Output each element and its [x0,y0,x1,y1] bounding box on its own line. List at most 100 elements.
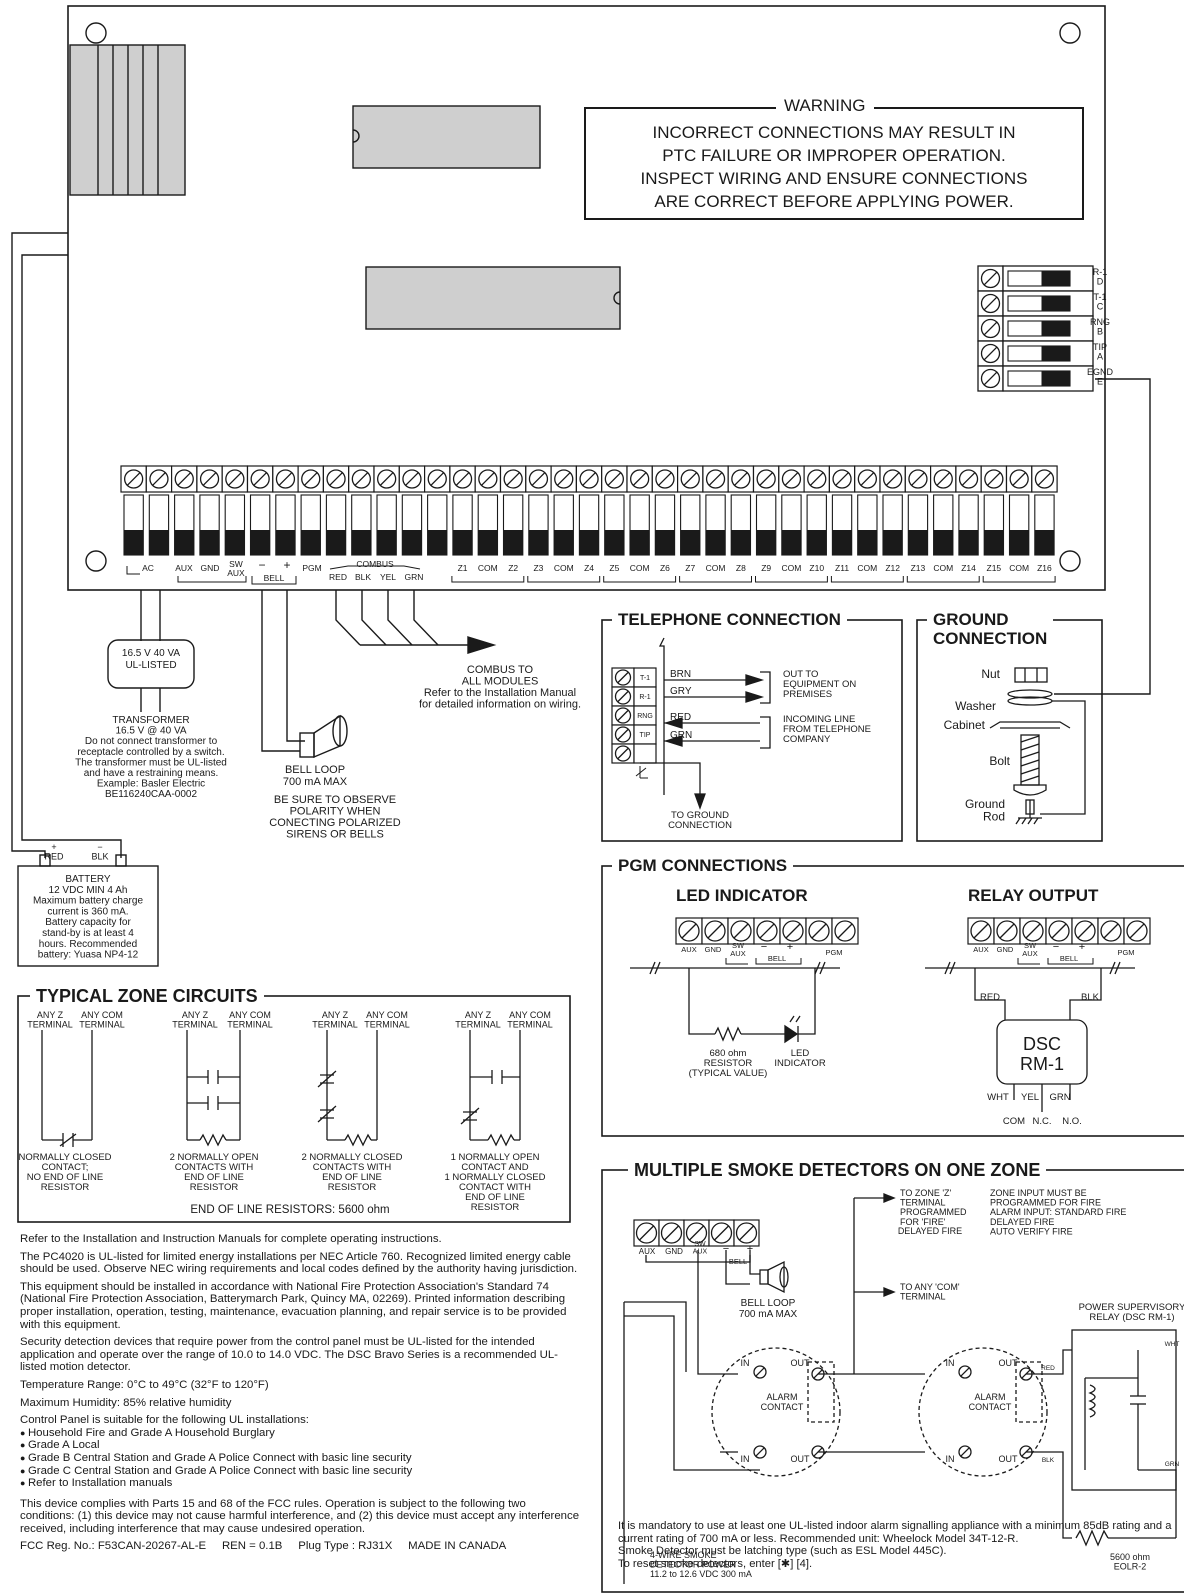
eolr-text: 5600 ohm [1110,1552,1150,1562]
zone-caption: CONTACT; [42,1162,89,1173]
combus-text: ALL MODULES [462,676,539,688]
terminal-screw [832,469,852,489]
terminal-screw [685,1222,708,1244]
transformer-note: Example: Basler Electric [97,779,205,790]
terminal-screw [756,920,778,942]
terminal-screw [199,469,220,489]
terminal-screw [604,469,624,489]
wire-color-label: GRY [670,686,692,697]
terminal-screw [980,318,1001,339]
resistor-text: RESISTOR [704,1058,753,1069]
ground-part-label: Washer [955,699,996,713]
terminal-label: AUX [227,568,245,578]
terminal-screw [635,1222,658,1244]
battery-text: Maximum battery charge [33,896,143,907]
terminal-screw [1034,469,1055,489]
control-board [67,5,1106,591]
bracket [1047,958,1094,965]
pgm-terminal-label: SW [732,941,745,950]
note-paragraph: Security detection devices that require … [20,1336,558,1374]
zone-header: TERMINAL [27,1019,73,1029]
pgm-terminal-label: PGM [1117,948,1134,957]
note-paragraph: Temperature Range: 0°C to 49°C (32°F to … [20,1378,269,1391]
zones-section [17,995,571,1223]
zone-caption: NORMALLY CLOSED [18,1152,111,1163]
smoke-title: MULTIPLE SMOKE DETECTORS ON ONE ZONE [628,1160,1047,1180]
ground-part-label: Cabinet [944,718,986,732]
transformer-note: Do not connect transformer to [85,736,218,747]
warning-box: WARNING INCORRECT CONNECTIONS MAY RESULT… [584,96,1084,220]
zone-terminal-label: Z10 [809,563,824,573]
note-paragraph: Control Panel is suitable for the follow… [20,1414,309,1427]
terminal-screw [503,469,523,489]
bracket [329,565,421,570]
zone-bracket [679,576,752,583]
zone-header: ANY COM [366,1010,408,1020]
bell-polarity-text: SIRENS OR BELLS [286,829,384,841]
terminal-screw [225,469,245,489]
zone-caption: CONTACT WITH [459,1182,531,1193]
terminal-screw [980,343,1001,364]
combus-text: COMBUS TO [467,664,534,676]
terminal-screw [730,920,752,942]
detector-terminal-label: OUT [999,1358,1019,1368]
mount-hole [85,550,107,572]
terminal-screw [980,268,1001,289]
relay-contact-label: N.O. [1062,1116,1082,1127]
pgm-terminal-label: GND [705,945,722,954]
smoke-to-zone: TO ZONE 'Z' [900,1188,952,1198]
detector-terminal-label: IN [741,1358,750,1368]
ground-title: GROUND CONNECTION [927,610,1054,648]
warning-line: INCORRECT CONNECTIONS MAY RESULT IN [652,123,1016,142]
terminal-screw [908,469,928,489]
terminal-screw [614,726,632,743]
alarm-contact-label: CONTACT [761,1402,804,1412]
zone-terminal-label: Z13 [911,563,926,573]
pgm-terminal-label: − [761,941,767,953]
terminal-label: + [283,558,290,572]
mandatory-line: Smoke Detector must be latching type (su… [618,1545,947,1558]
terminal-screw [326,469,346,489]
terminal-screw [579,469,599,489]
supervisory-label: POWER SUPERVISORY [1079,1302,1184,1313]
zone-caption: RESISTOR [41,1182,90,1193]
zone-terminal-label: Z12 [885,563,900,573]
terminal-screw [980,368,1001,389]
zone-terminal-label: COM [630,563,650,573]
list-item: Grade A Local [20,1439,580,1452]
pgm-title: PGM CONNECTIONS [612,856,794,876]
terminal-screw [958,1365,972,1379]
relay-wire-label: RED [980,992,1000,1003]
smoke-terminal-label: GND [665,1247,683,1256]
note-paragraph: This equipment should be installed in ac… [20,1280,567,1331]
warning-line: PTC FAILURE OR IMPROPER OPERATION. [662,146,1006,165]
supervisory-label: RELAY (DSC RM-1) [1089,1312,1174,1323]
terminal-label: PGM [302,563,321,573]
terminal-screw [376,469,397,489]
terminal-screw [402,469,422,489]
pgm-terminal-label: + [1079,941,1085,953]
pgm-terminal-label: GND [997,945,1014,954]
smoke-terminal-label: SW [694,1241,706,1248]
smoke-terminal-label: AUX [639,1247,656,1256]
bracket [251,576,297,585]
terminal-label: RED [329,572,347,582]
zone-terminal-label: Z15 [987,563,1002,573]
ground-part-label: Ground [965,797,1005,811]
phone-terminal-label: C [1097,301,1104,311]
battery-text: Battery capacity for [45,917,131,928]
bell-loop-text: 700 mA MAX [283,776,348,788]
bracket [755,958,802,965]
bell-polarity-text: CONECTING POLARIZED [269,817,400,829]
zone-bracket [603,576,677,583]
relay-bottom-wire: WHT [987,1092,1009,1103]
phone-terminal-label: RNG [1090,317,1110,327]
terminal-label: GRN [405,572,424,582]
zone-terminal-label: Z7 [685,563,695,573]
smoke-wire-label: BLK [1042,1457,1055,1464]
terminal-label: YEL [380,572,396,582]
zone-caption: 2 NORMALLY CLOSED [301,1152,402,1163]
zone-header: ANY Z [465,1010,492,1020]
smoke-wire-label: WHT [1165,1341,1180,1348]
